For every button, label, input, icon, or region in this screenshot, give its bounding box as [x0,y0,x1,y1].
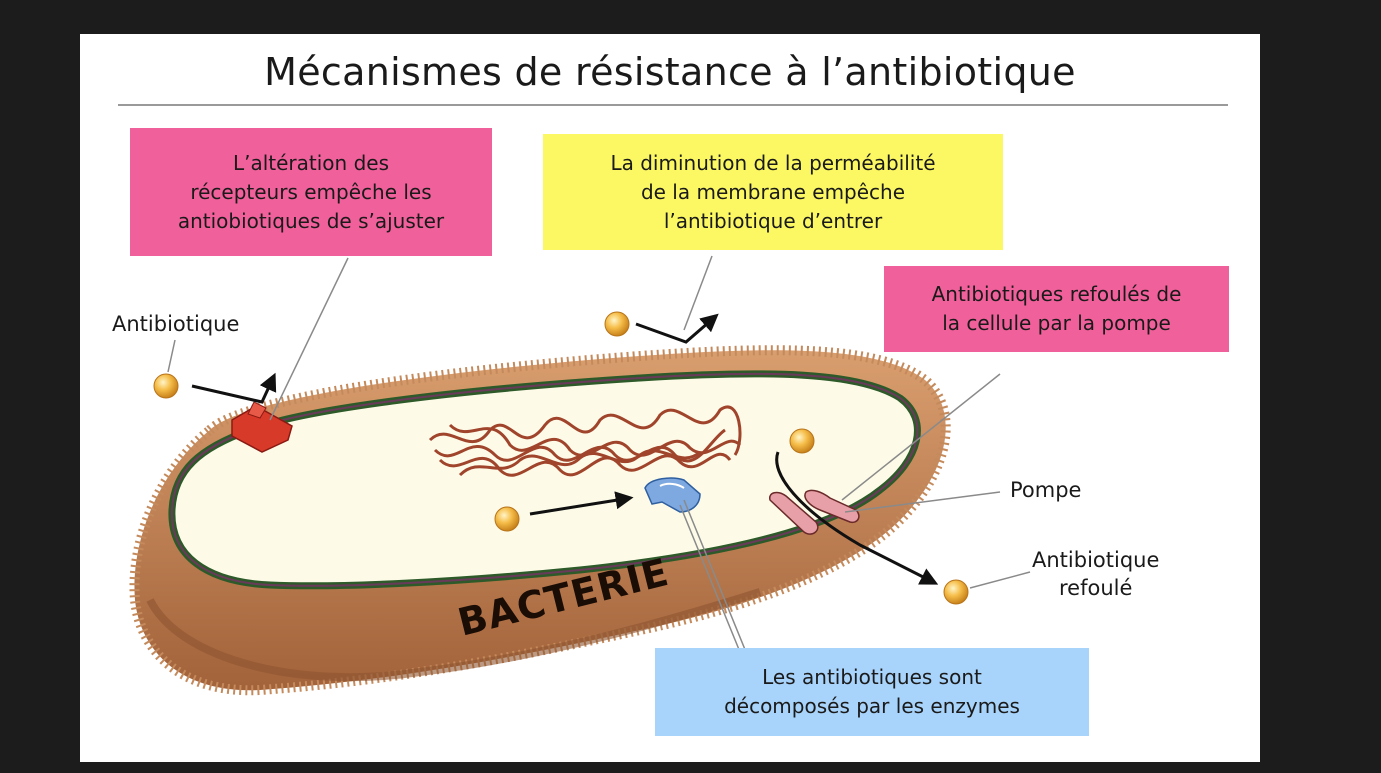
antibiotic-ball [944,580,968,604]
antibiotic-ball [154,374,178,398]
antibiotic-ball [790,429,814,453]
callout-enzymes: Les antibiotiques sont décomposés par le… [655,648,1089,736]
label-pump: Pompe [1010,476,1081,504]
antibiotic-ball [495,507,519,531]
label-antibiotic: Antibiotique [112,310,239,338]
callout-permeability: La diminution de la perméabilité de la m… [543,134,1003,250]
antibiotic-ball [605,312,629,336]
callout-pump: Antibiotiques refoulés de la cellule par… [884,266,1229,352]
callout-receptor: L’altération des récepteurs empêche les … [130,128,492,256]
label-expelled-antibiotic: Antibiotique refoulé [1032,546,1159,602]
